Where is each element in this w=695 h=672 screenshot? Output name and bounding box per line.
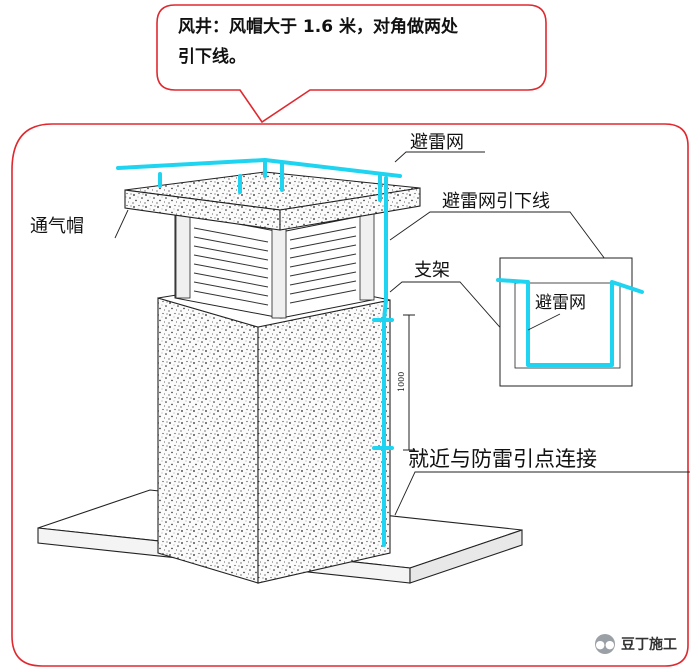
label-bracket: 支架 <box>414 260 450 281</box>
vent-cap-slab <box>124 171 421 231</box>
dimension-line <box>403 314 415 451</box>
shaft-body <box>157 277 391 584</box>
dimension-label: 1000 <box>397 372 406 392</box>
watermark-text: 豆丁施工 <box>621 637 677 653</box>
callout-text: 风井：风帽大于 1.6 米，对角做两处 引下线。 <box>178 12 528 72</box>
watermark: ●● 豆丁施工 <box>595 634 677 654</box>
callout-line-2: 引下线。 <box>178 47 246 67</box>
leader-lines <box>114 151 690 516</box>
label-lightning-mesh: 避雷网 <box>410 132 464 153</box>
callout-line-1: 风井：风帽大于 1.6 米，对角做两处 <box>178 17 458 37</box>
label-connect-nearby: 就近与防雷引点连接 <box>408 447 597 471</box>
label-lightning-down-conductor: 避雷网引下线 <box>442 191 550 212</box>
wechat-icon: ●● <box>595 634 615 654</box>
lightning-conductor <box>116 158 402 547</box>
label-inset-mesh: 避雷网 <box>535 293 586 313</box>
louver-section <box>174 211 375 319</box>
red-frame <box>11 123 689 667</box>
inset-detail <box>496 257 644 387</box>
label-vent-cap: 通气帽 <box>30 216 84 237</box>
callout-bubble <box>156 4 547 124</box>
